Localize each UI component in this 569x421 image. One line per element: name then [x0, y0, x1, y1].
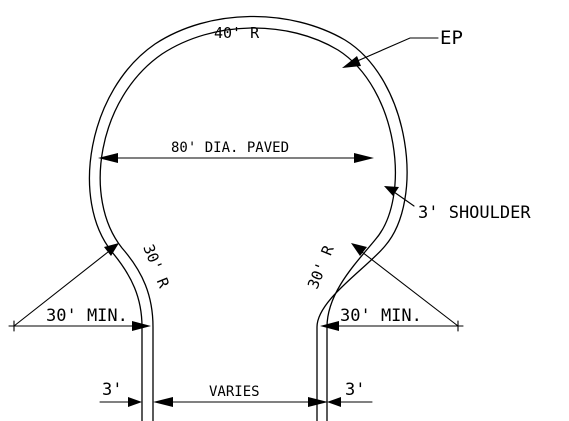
edge-of-pavement-outline: [99, 27, 397, 421]
left-radius-line: [13, 251, 109, 327]
road-width-arrow-right: [308, 397, 328, 407]
road-width-label: VARIES: [209, 384, 260, 400]
ep-leader-arrow: [342, 56, 361, 68]
right-min-label: 30' MIN.: [340, 306, 422, 326]
road-width-arrow-left: [153, 397, 173, 407]
right-radius-line: [361, 251, 459, 327]
diameter-arrow-left: [98, 153, 118, 163]
right-fillet-radius-label: 30' R: [304, 242, 338, 292]
right-min-arrow: [320, 321, 339, 331]
ep-label: EP: [440, 27, 463, 49]
left-min-arrow: [132, 321, 151, 331]
top-radius-label: 40' R: [214, 24, 260, 42]
right-radius-arrow: [351, 243, 367, 256]
diameter-label: 80' DIA. PAVED: [171, 140, 289, 156]
left-shoulder-arrow: [128, 397, 142, 407]
right-shoulder-width-label: 3': [345, 380, 365, 400]
ep-leader: [354, 37, 439, 63]
left-min-label: 30' MIN.: [46, 306, 128, 326]
right-shoulder-arrow: [327, 397, 341, 407]
shoulder-leader-arrow: [384, 186, 399, 196]
left-radius-arrow: [104, 243, 119, 256]
diameter-arrow-right: [354, 153, 374, 163]
shoulder-leader: [393, 191, 415, 207]
left-shoulder-width-label: 3': [102, 380, 122, 400]
shoulder-label: 3' SHOULDER: [418, 203, 531, 223]
